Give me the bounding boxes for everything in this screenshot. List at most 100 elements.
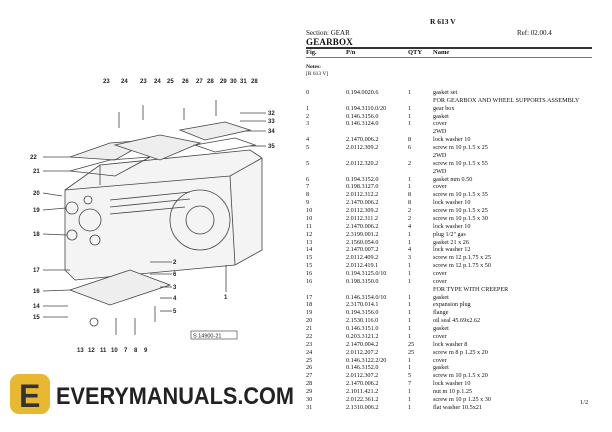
cell-qty: 1 bbox=[408, 301, 412, 309]
callout-label: 1 bbox=[224, 295, 228, 301]
cell-pn: 2.0112.320.2 bbox=[346, 159, 379, 167]
cell-name: screw m 12 p.1.75 x 50 bbox=[433, 262, 491, 270]
callout-label: 31 bbox=[240, 79, 247, 85]
cell-fig: 30 bbox=[306, 395, 313, 403]
callout-label: 20 bbox=[33, 191, 40, 197]
callout-label: 2 bbox=[173, 260, 177, 266]
callout-label: 24 bbox=[121, 79, 128, 85]
cell-fig: 11 bbox=[306, 222, 312, 230]
cell-name: 2WD bbox=[433, 128, 447, 136]
section-label: Section: GEAR bbox=[306, 29, 350, 37]
divider bbox=[306, 47, 592, 49]
cell-fig: 12 bbox=[306, 230, 313, 238]
cell-pn: 2.0112.409.2 bbox=[346, 254, 379, 262]
cell-name: 2WD bbox=[433, 167, 447, 175]
cell-fig: 31 bbox=[306, 403, 313, 411]
cell-name: screw m 10 p.1.5 x 30 bbox=[433, 214, 488, 222]
callout-label: 3 bbox=[173, 285, 177, 291]
cell-fig: 7 bbox=[306, 183, 310, 191]
cell-pn: 0.198.3150.0 bbox=[346, 277, 379, 285]
cell-name: gasket set bbox=[433, 89, 458, 96]
top-cover-right bbox=[178, 121, 252, 141]
cell-qty: 1 bbox=[408, 238, 412, 246]
cell-pn: 2.1530.116.0 bbox=[346, 317, 379, 325]
cell-pn: 0.146.3154.0/10 bbox=[346, 293, 387, 301]
cell-pn: 0.194.3110.0/20 bbox=[346, 104, 387, 112]
cell-fig: 2 bbox=[306, 112, 310, 120]
cell-pn: 2.1470.006.2 bbox=[346, 380, 379, 388]
cell-name: gear box bbox=[433, 104, 455, 112]
cell-qty: 25 bbox=[408, 340, 415, 348]
cell-fig: 0 bbox=[306, 89, 310, 96]
cell-fig: 20 bbox=[306, 317, 313, 325]
cell-pn: 2.3170.014.1 bbox=[346, 301, 379, 309]
cell-qty: 7 bbox=[408, 380, 412, 388]
cell-name: screw m 10 p.1.5 x 25 bbox=[433, 207, 488, 215]
cell-qty: 1 bbox=[408, 120, 412, 128]
cell-qty: 1 bbox=[408, 293, 412, 301]
callout-label: 16 bbox=[33, 289, 40, 295]
cell-name: 2WD bbox=[433, 151, 447, 159]
cell-qty: 1 bbox=[408, 262, 412, 270]
cell-fig: 15 bbox=[306, 262, 313, 270]
cell-pn: 2.3199.001.2 bbox=[346, 230, 379, 238]
model-title: R 613 V bbox=[430, 17, 456, 26]
callout-label: 21 bbox=[33, 169, 40, 175]
cell-pn: 2.0122.361.2 bbox=[346, 395, 379, 403]
cell-pn: 2.1470.004.2 bbox=[346, 340, 379, 348]
cell-fig: 13 bbox=[306, 238, 313, 246]
callout-label: 28 bbox=[251, 79, 258, 85]
cell-name: cover bbox=[433, 332, 447, 340]
cell-fig: 28 bbox=[306, 380, 313, 388]
cell-name: gasket bbox=[433, 325, 449, 333]
cell-pn: 2.1011.421.2 bbox=[346, 388, 379, 396]
callout-label: 25 bbox=[167, 79, 174, 85]
cell-qty: 1 bbox=[408, 175, 412, 183]
cell-qty: 3 bbox=[408, 254, 412, 262]
callout-label: 14 bbox=[33, 304, 40, 310]
callout-label: 24 bbox=[154, 79, 161, 85]
page-number: 1/2 bbox=[580, 399, 589, 406]
cell-name: screw m 10 p.1.5 x 20 bbox=[433, 372, 488, 380]
cell-pn: 2.0112.309.2 bbox=[346, 207, 379, 215]
cell-name: screw m 8 p 1.25 x 20 bbox=[433, 348, 488, 356]
cell-pn: 2.0112.312.2 bbox=[346, 191, 379, 199]
cell-name: screw m 12 p.1.75 x 25 bbox=[433, 254, 491, 262]
cell-fig: 6 bbox=[306, 175, 310, 183]
cell-pn: 2.1470.006.2 bbox=[346, 136, 379, 144]
callout-label: 10 bbox=[111, 348, 118, 354]
callout-label: 19 bbox=[33, 208, 40, 214]
cell-name: lock washer 8 bbox=[433, 340, 468, 348]
notes-label: Notes: bbox=[306, 64, 321, 70]
cell-pn: 0.194.3156.0 bbox=[346, 309, 379, 317]
cell-pn: 2.0112.307.2 bbox=[346, 372, 379, 380]
cell-name: lock washer 10 bbox=[433, 199, 471, 207]
cell-name: cover bbox=[433, 120, 447, 128]
cell-fig: 4 bbox=[306, 136, 310, 144]
cell-pn: 2.1560.054.0 bbox=[346, 238, 379, 246]
cell-qty: 8 bbox=[408, 136, 412, 144]
callout-label: 27 bbox=[196, 79, 203, 85]
cell-qty: 2 bbox=[408, 207, 412, 215]
cell-pn: 0.194.0020.6 bbox=[346, 89, 379, 96]
callout-label: 13 bbox=[77, 348, 84, 354]
table-row: 2WD bbox=[0, 152, 446, 160]
reference-label: Ref: 02.00.4 bbox=[517, 29, 552, 37]
cell-name: gasket bbox=[433, 112, 449, 120]
table-row: FOR GEARBOX AND WHEEL SUPPORTS ASSEMBLY bbox=[0, 97, 579, 105]
